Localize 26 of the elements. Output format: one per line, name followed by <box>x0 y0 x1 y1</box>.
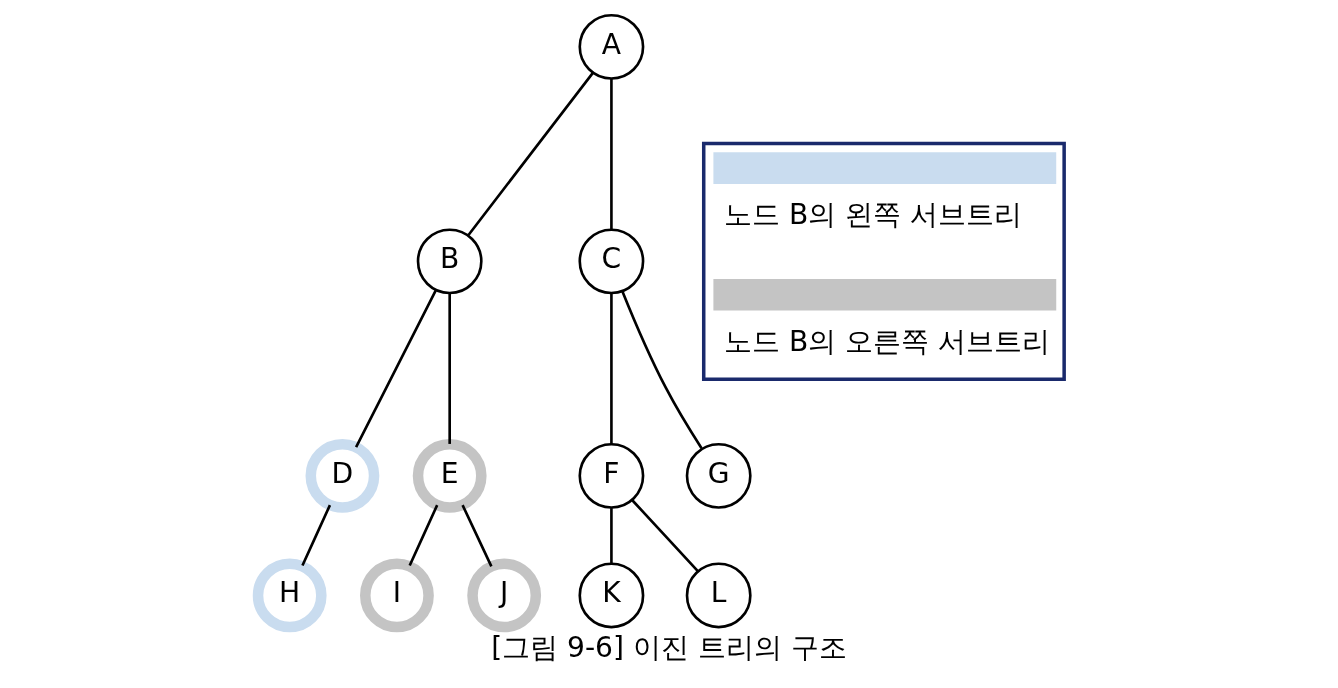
node-circle: F <box>578 442 645 509</box>
connector <box>354 290 437 448</box>
node-circle: G <box>685 442 752 509</box>
node-circle: C <box>578 228 645 295</box>
connector <box>448 293 451 444</box>
connector <box>610 508 613 563</box>
connector <box>301 504 332 567</box>
connector <box>610 78 613 230</box>
connector <box>621 290 703 449</box>
node-circle: J <box>467 558 542 633</box>
node-circle: K <box>578 562 645 629</box>
connector <box>467 72 594 236</box>
legend-label: 노드 B의 오른쪽 서브트리 <box>723 324 1051 358</box>
node-circle: D <box>305 438 380 513</box>
node-circle: H <box>252 558 327 633</box>
node-circle: E <box>412 438 487 513</box>
connector <box>408 504 439 567</box>
node-circle: I <box>360 558 434 633</box>
node-circle: A <box>578 13 645 80</box>
caption: [그림 9-6] 이진 트리의 구조 <box>491 630 847 664</box>
connector <box>631 499 699 573</box>
connector <box>461 504 493 567</box>
node-circle: L <box>685 562 752 629</box>
connector <box>610 293 613 444</box>
legend-label: 노드 B의 왼쪽 서브트리 <box>723 198 1023 232</box>
node-circle: B <box>416 228 483 295</box>
